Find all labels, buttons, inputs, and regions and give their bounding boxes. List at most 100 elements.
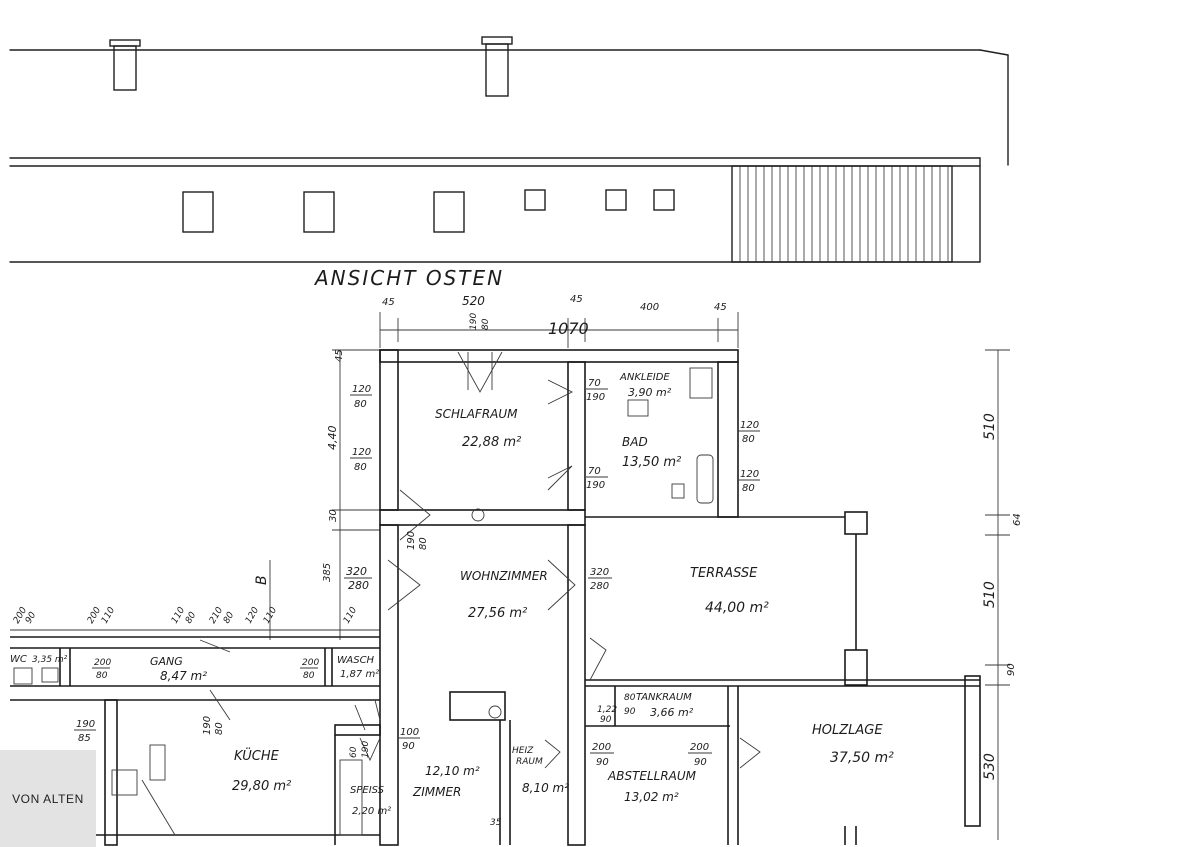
bathtub [696, 454, 714, 504]
wc-sink [41, 667, 59, 683]
room-heizraum-area: 8,10 m² [522, 781, 569, 795]
toilet [671, 483, 685, 499]
opening-d-kueche-b: 80 [214, 722, 225, 735]
elevation-window [605, 189, 627, 211]
elevation-window [182, 191, 214, 233]
opening-d-hall-b: 80 [418, 537, 429, 550]
opening-label: 70 190 [586, 466, 608, 491]
room-gang-area: 8,47 m² [160, 669, 207, 683]
opening-d-tank-a: 1,22 [597, 705, 617, 715]
opening-w-bad1-b: 80 [742, 434, 755, 445]
opening-label: 190 80 [406, 531, 429, 550]
dim-gang-5: 80 [184, 610, 199, 625]
room-holzlage-name: HOLZLAGE [812, 723, 883, 738]
opening-label: 120 80 [738, 420, 760, 445]
elevation-window [653, 189, 675, 211]
dim-top-1: 520 [462, 294, 485, 308]
room-wasch-name: WASCH [337, 655, 375, 666]
room-heizraum-name-2: RAUM [516, 757, 543, 767]
elevation-window [433, 191, 465, 233]
opening-d-zimmer-b: 90 [402, 741, 415, 752]
room-ankleide-area: 3,90 m² [628, 386, 672, 399]
opening-label: 320 280 [344, 565, 372, 592]
opening-d-wohn-r-a: 320 [590, 567, 609, 578]
room-abstellraum-area: 13,02 m² [624, 790, 679, 804]
opening-label: 320 280 [588, 567, 612, 592]
kitchen-unit [149, 744, 166, 781]
dim-left-c: 30 [328, 509, 339, 522]
opening-label: 190 80 [202, 716, 225, 735]
chimney-right [481, 36, 513, 97]
opening-label: 120 80 [350, 384, 372, 410]
pantry-shelf [339, 759, 363, 836]
opening-label: 120 80 [738, 469, 760, 494]
section-marker: B [254, 575, 270, 585]
dim-top-3: 400 [640, 302, 659, 313]
fixtures [13, 367, 714, 836]
room-holzlage-area: 37,50 m² [830, 750, 894, 766]
elevation-window [524, 189, 546, 211]
wc-toilet [13, 667, 33, 685]
opening-d-speiss-a: 60 [349, 746, 359, 758]
opening-d-speiss-b: 190 [361, 741, 371, 758]
room-zimmer-name: ZIMMER [412, 785, 461, 799]
elevation-title: ANSICHT OSTEN [313, 266, 504, 290]
opening-w-top-a: 190 [469, 313, 479, 330]
chimney-flue [488, 705, 502, 719]
dim-top-0: 45 [382, 297, 395, 308]
room-speiss-name: SPEISS [350, 785, 385, 796]
dim-gang-4: 110 [170, 605, 187, 625]
opening-w-top-b: 80 [481, 318, 491, 330]
dim-gang-2: 200 [86, 605, 103, 625]
opening-d-kueche-l-a: 190 [76, 719, 95, 730]
door-symbols [199, 351, 761, 769]
dimension-lines [10, 312, 1010, 840]
room-schlafraum-name: SCHLAFRAUM [435, 407, 518, 421]
opening-label: 80 90 [624, 693, 636, 717]
dim-left-d: 385 [322, 563, 333, 582]
dim-right-a: 510 [982, 413, 998, 440]
room-abstellraum-name: ABSTELLRAUM [607, 769, 697, 783]
opening-d-kueche-l-b: 85 [78, 733, 91, 744]
room-wc-area: 3,35 m² [32, 655, 68, 665]
opening-label: 120 80 [350, 447, 372, 473]
east-elevation: ANSICHT OSTEN [9, 36, 1009, 290]
floor-plan-walls [10, 349, 981, 846]
room-bad-area: 13,50 m² [622, 455, 681, 470]
chimney-left [109, 39, 141, 91]
dim-left-a: 45 [334, 349, 345, 362]
opening-d-wasch-a: 200 [302, 658, 319, 668]
dim-top-2: 45 [570, 294, 583, 305]
opening-d-wohn-l-b: 280 [348, 579, 369, 592]
opening-w2-b: 80 [354, 462, 367, 473]
dim-right-d: 90 [1006, 663, 1017, 676]
opening-d-bad-b: 190 [586, 480, 605, 491]
dim-right-c: 510 [982, 581, 998, 608]
wardrobe [689, 367, 713, 399]
opening-d-kueche-a: 190 [202, 716, 213, 735]
room-wc-name: WC [10, 654, 27, 665]
room-wasch-area: 1,87 m² [340, 669, 379, 680]
opening-label: 200 80 [92, 658, 111, 681]
sink [627, 399, 649, 417]
room-tankraum-name: TANKRAUM [636, 692, 692, 703]
room-gang-name: GANG [150, 655, 183, 668]
opening-label: 190 80 [469, 313, 491, 330]
opening-d-zimmer-a: 100 [400, 727, 419, 738]
opening-label: 60 190 [349, 741, 371, 758]
opening-d-abst-l-a: 200 [592, 742, 611, 753]
room-terrasse-name: TERRASSE [690, 566, 758, 581]
brand-name: VON ALTEN [12, 791, 84, 806]
dim-gang-3: 110 [100, 605, 117, 625]
room-ankleide-name: ANKLEIDE [619, 372, 670, 383]
room-heizraum-name-1: HEIZ [512, 746, 534, 756]
room-bad-name: BAD [622, 435, 648, 449]
opening-d-ankleide-a: 70 [588, 378, 601, 389]
wood-cladding [731, 165, 953, 263]
opening-d-abst-r-a: 200 [690, 742, 709, 753]
dim-gang-6: 210 [208, 605, 225, 625]
dim-right-b: 64 [1012, 513, 1023, 526]
opening-d-ankleide-b: 190 [586, 392, 605, 403]
opening-w-bad2-b: 80 [742, 483, 755, 494]
